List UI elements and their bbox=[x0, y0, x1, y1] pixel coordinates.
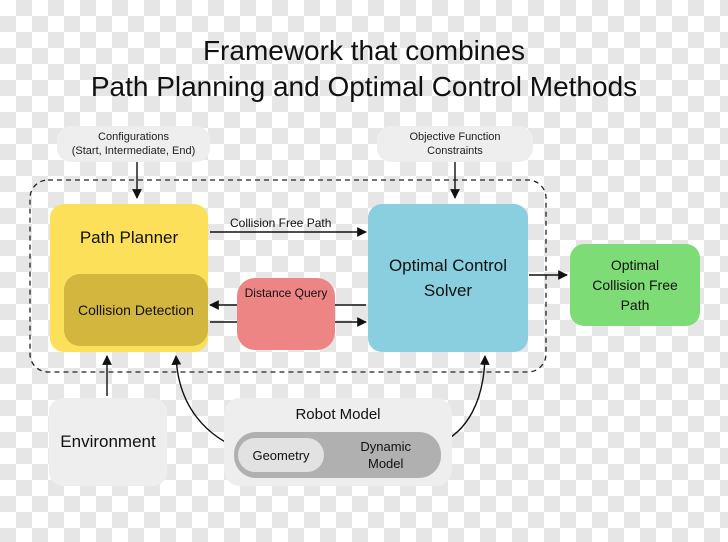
model-label: Model bbox=[368, 456, 404, 471]
dynamic-model-label: Dynamic Model bbox=[360, 432, 411, 478]
geometry-label: Geometry bbox=[252, 447, 310, 463]
robot-model-label: Robot Model bbox=[295, 406, 381, 423]
output-label-line3: Path bbox=[620, 297, 650, 313]
solver-label: Solver bbox=[423, 281, 473, 300]
distance-query-label: Distance Query bbox=[244, 286, 328, 300]
configurations-label: Configurations bbox=[98, 131, 169, 143]
collision-detection-label: Collision Detection bbox=[78, 302, 194, 318]
environment-node: Environment bbox=[49, 398, 167, 486]
path-planner-label: Path Planner bbox=[79, 228, 179, 247]
environment-label: Environment bbox=[60, 432, 156, 451]
objective-box: Objective Function Constraints bbox=[377, 126, 533, 162]
diagram-title-line1: Framework that combines bbox=[202, 35, 526, 66]
geometry-node: Geometry bbox=[238, 438, 324, 472]
constraints-label: Constraints bbox=[427, 145, 483, 157]
diagram-title-line2: Path Planning and Optimal Control Method… bbox=[90, 71, 638, 102]
objective-label: Objective Function bbox=[409, 131, 501, 143]
collision-free-path-label: Collision Free Path bbox=[230, 216, 332, 230]
framework-boundary bbox=[29, 179, 547, 373]
optimal-control-label: Optimal Control bbox=[388, 256, 508, 275]
output-label-line2: Collision Free bbox=[592, 277, 678, 293]
output-label-line1: Optimal bbox=[610, 257, 660, 273]
optimal-control-solver-node: Optimal Control Solver bbox=[368, 204, 528, 352]
distance-query-node: Distance Query bbox=[237, 278, 335, 350]
dynamic-label: Dynamic bbox=[360, 439, 411, 454]
collision-detection-node: Collision Detection bbox=[64, 274, 208, 346]
configurations-detail: (Start, Intermediate, End) bbox=[71, 145, 196, 157]
output-path-node: Optimal Collision Free Path bbox=[570, 244, 700, 326]
configurations-box: Configurations (Start, Intermediate, End… bbox=[57, 126, 210, 162]
